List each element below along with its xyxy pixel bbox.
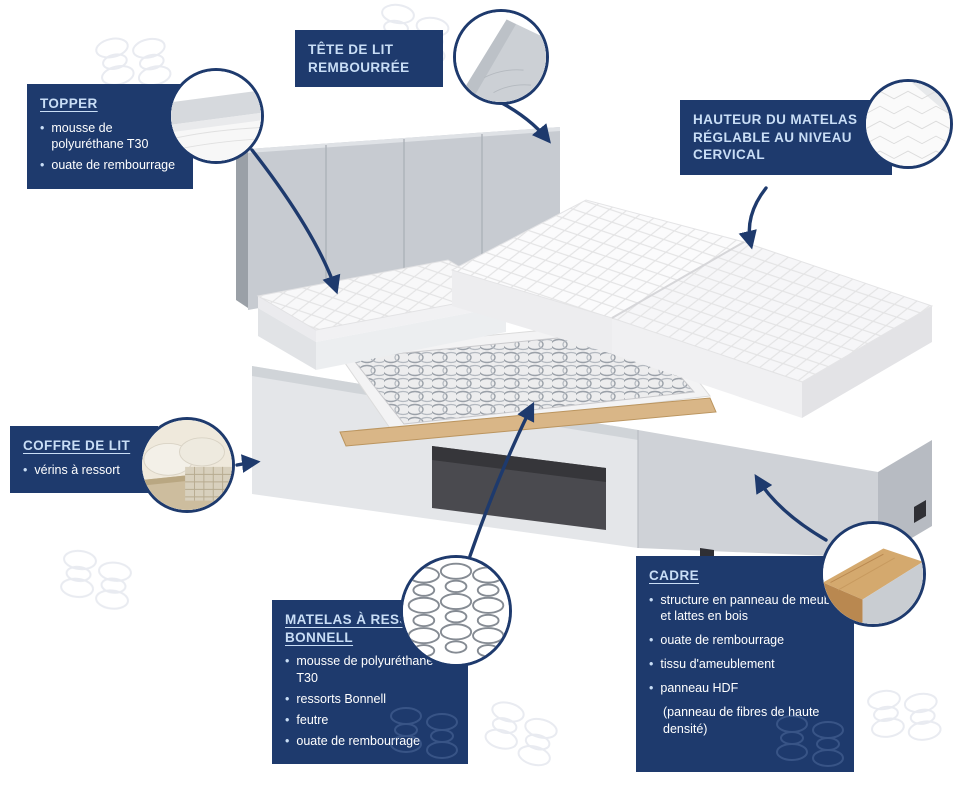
callout-topper-items: • mousse de polyuréthane T30 • ouate de …	[40, 120, 180, 175]
callout-item-text: ouate de rembourrage	[296, 733, 421, 748]
callout-item: • ouate de rembourrage	[285, 733, 455, 750]
detail-photo-hauteur	[863, 79, 953, 169]
arrow-coffre	[235, 454, 261, 473]
callout-item: • ressorts Bonnell	[285, 691, 455, 708]
callout-item-text: ressorts Bonnell	[296, 691, 387, 706]
hauteur-photo-graphic	[866, 82, 950, 166]
callout-cadre-items: • structure en panneau de meuble et latt…	[649, 592, 841, 697]
callout-topper-title: TOPPER	[40, 96, 98, 111]
callout-arrows	[235, 100, 828, 558]
callout-item-text: ouate de rembourrage	[660, 633, 785, 648]
bullet-icon: •	[285, 691, 290, 706]
callout-item: • panneau HDF	[649, 680, 841, 697]
callout-item: • ouate de rembourrage	[40, 157, 180, 174]
bullet-icon: •	[285, 733, 290, 748]
callout-item: • mousse de polyuréthane T30	[285, 653, 455, 687]
callout-item-text: mousse de polyuréthane T30	[296, 654, 434, 685]
bed-render	[236, 127, 934, 574]
ressorts-photo-graphic	[403, 558, 509, 664]
callout-item-text: feutre	[296, 712, 329, 727]
callout-coffre-de-lit: COFFRE DE LIT • vérins à ressort	[10, 426, 158, 494]
bullet-icon: •	[649, 633, 654, 648]
callout-coffre-title: COFFRE DE LIT	[23, 438, 131, 453]
bullet-icon: •	[285, 712, 290, 727]
detail-photo-tete-de-lit	[453, 9, 549, 105]
callout-item: • mousse de polyuréthane T30	[40, 120, 180, 154]
bullet-icon: •	[40, 120, 45, 135]
callout-item-text: tissu d'ameublement	[660, 657, 775, 672]
callout-tete-de-lit: TÊTE DE LIT REMBOURRÉE	[295, 30, 443, 88]
arrow-hauteur	[738, 186, 768, 250]
callout-cadre-note: (panneau de fibres de haute densité)	[663, 704, 820, 736]
callout-item: • ouate de rembourrage	[649, 632, 841, 649]
arrow-cadre	[754, 474, 828, 542]
callout-item: • structure en panneau de meuble et latt…	[649, 592, 841, 626]
callout-item: • feutre	[285, 712, 455, 729]
callout-cadre: CADRE • structure en panneau de meuble e…	[636, 556, 854, 772]
storage-compartment	[432, 446, 606, 530]
callout-hauteur-matelas: HAUTEUR DU MATELAS RÉGLABLE AU NIVEAU CE…	[680, 100, 892, 175]
callout-coffre-items: • vérins à ressort	[23, 462, 145, 479]
bullet-icon: •	[40, 158, 45, 173]
detail-photo-topper	[168, 68, 264, 164]
callout-item-text: ouate de rembourrage	[51, 158, 176, 173]
arrow-topper	[250, 148, 341, 295]
coffre-photo-graphic	[142, 420, 232, 510]
callout-item-text: vérins à ressort	[34, 462, 120, 477]
callout-item-text: structure en panneau de meuble et lattes…	[660, 592, 841, 624]
arrow-matelas	[468, 401, 535, 558]
callout-tete-title: TÊTE DE LIT REMBOURRÉE	[308, 42, 410, 75]
bullet-icon: •	[23, 462, 28, 477]
cadre-photo-graphic	[823, 524, 923, 624]
topper-photo-graphic	[171, 71, 261, 161]
callout-hauteur-title: HAUTEUR DU MATELAS RÉGLABLE AU NIVEAU CE…	[693, 112, 858, 163]
callout-matelas-items: • mousse de polyuréthane T30 • ressorts …	[285, 653, 455, 749]
callout-item: • tissu d'ameublement	[649, 656, 841, 673]
bullet-icon: •	[649, 657, 654, 672]
adjustable-mattress	[450, 199, 934, 418]
callout-cadre-title: CADRE	[649, 568, 700, 583]
callout-item-text: panneau HDF	[660, 681, 739, 696]
callout-item-text: mousse de polyuréthane T30	[51, 120, 149, 152]
callout-topper: TOPPER • mousse de polyuréthane T30 • ou…	[27, 84, 193, 190]
bullet-icon: •	[285, 654, 290, 669]
detail-photo-coffre	[139, 417, 235, 513]
bullet-icon: •	[649, 592, 654, 607]
bullet-icon: •	[649, 681, 654, 696]
detail-photo-ressorts	[400, 555, 512, 667]
tete-photo-graphic	[456, 12, 546, 102]
callout-item: • vérins à ressort	[23, 462, 145, 479]
detail-photo-cadre	[820, 521, 926, 627]
